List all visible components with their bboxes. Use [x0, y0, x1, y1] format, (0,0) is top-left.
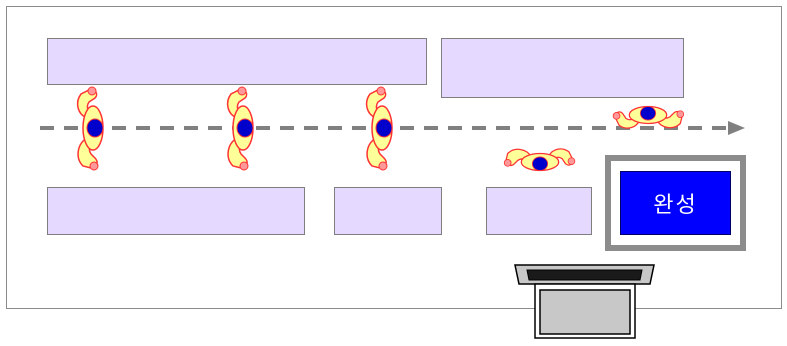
worker-icon	[226, 86, 254, 171]
arrow-head-icon	[728, 121, 745, 135]
worker-icon	[612, 105, 685, 129]
computer-monitor-icon	[514, 264, 655, 339]
bottom-box-3	[486, 187, 592, 235]
complete-button[interactable]: 완성	[620, 171, 731, 235]
top-box-1	[47, 38, 427, 85]
top-box-2	[441, 38, 684, 98]
bottom-box-2	[334, 187, 442, 235]
worker-icon	[365, 86, 393, 171]
worker-icon	[76, 86, 104, 171]
worker-icon	[503, 148, 576, 172]
bottom-box-1	[47, 187, 305, 235]
